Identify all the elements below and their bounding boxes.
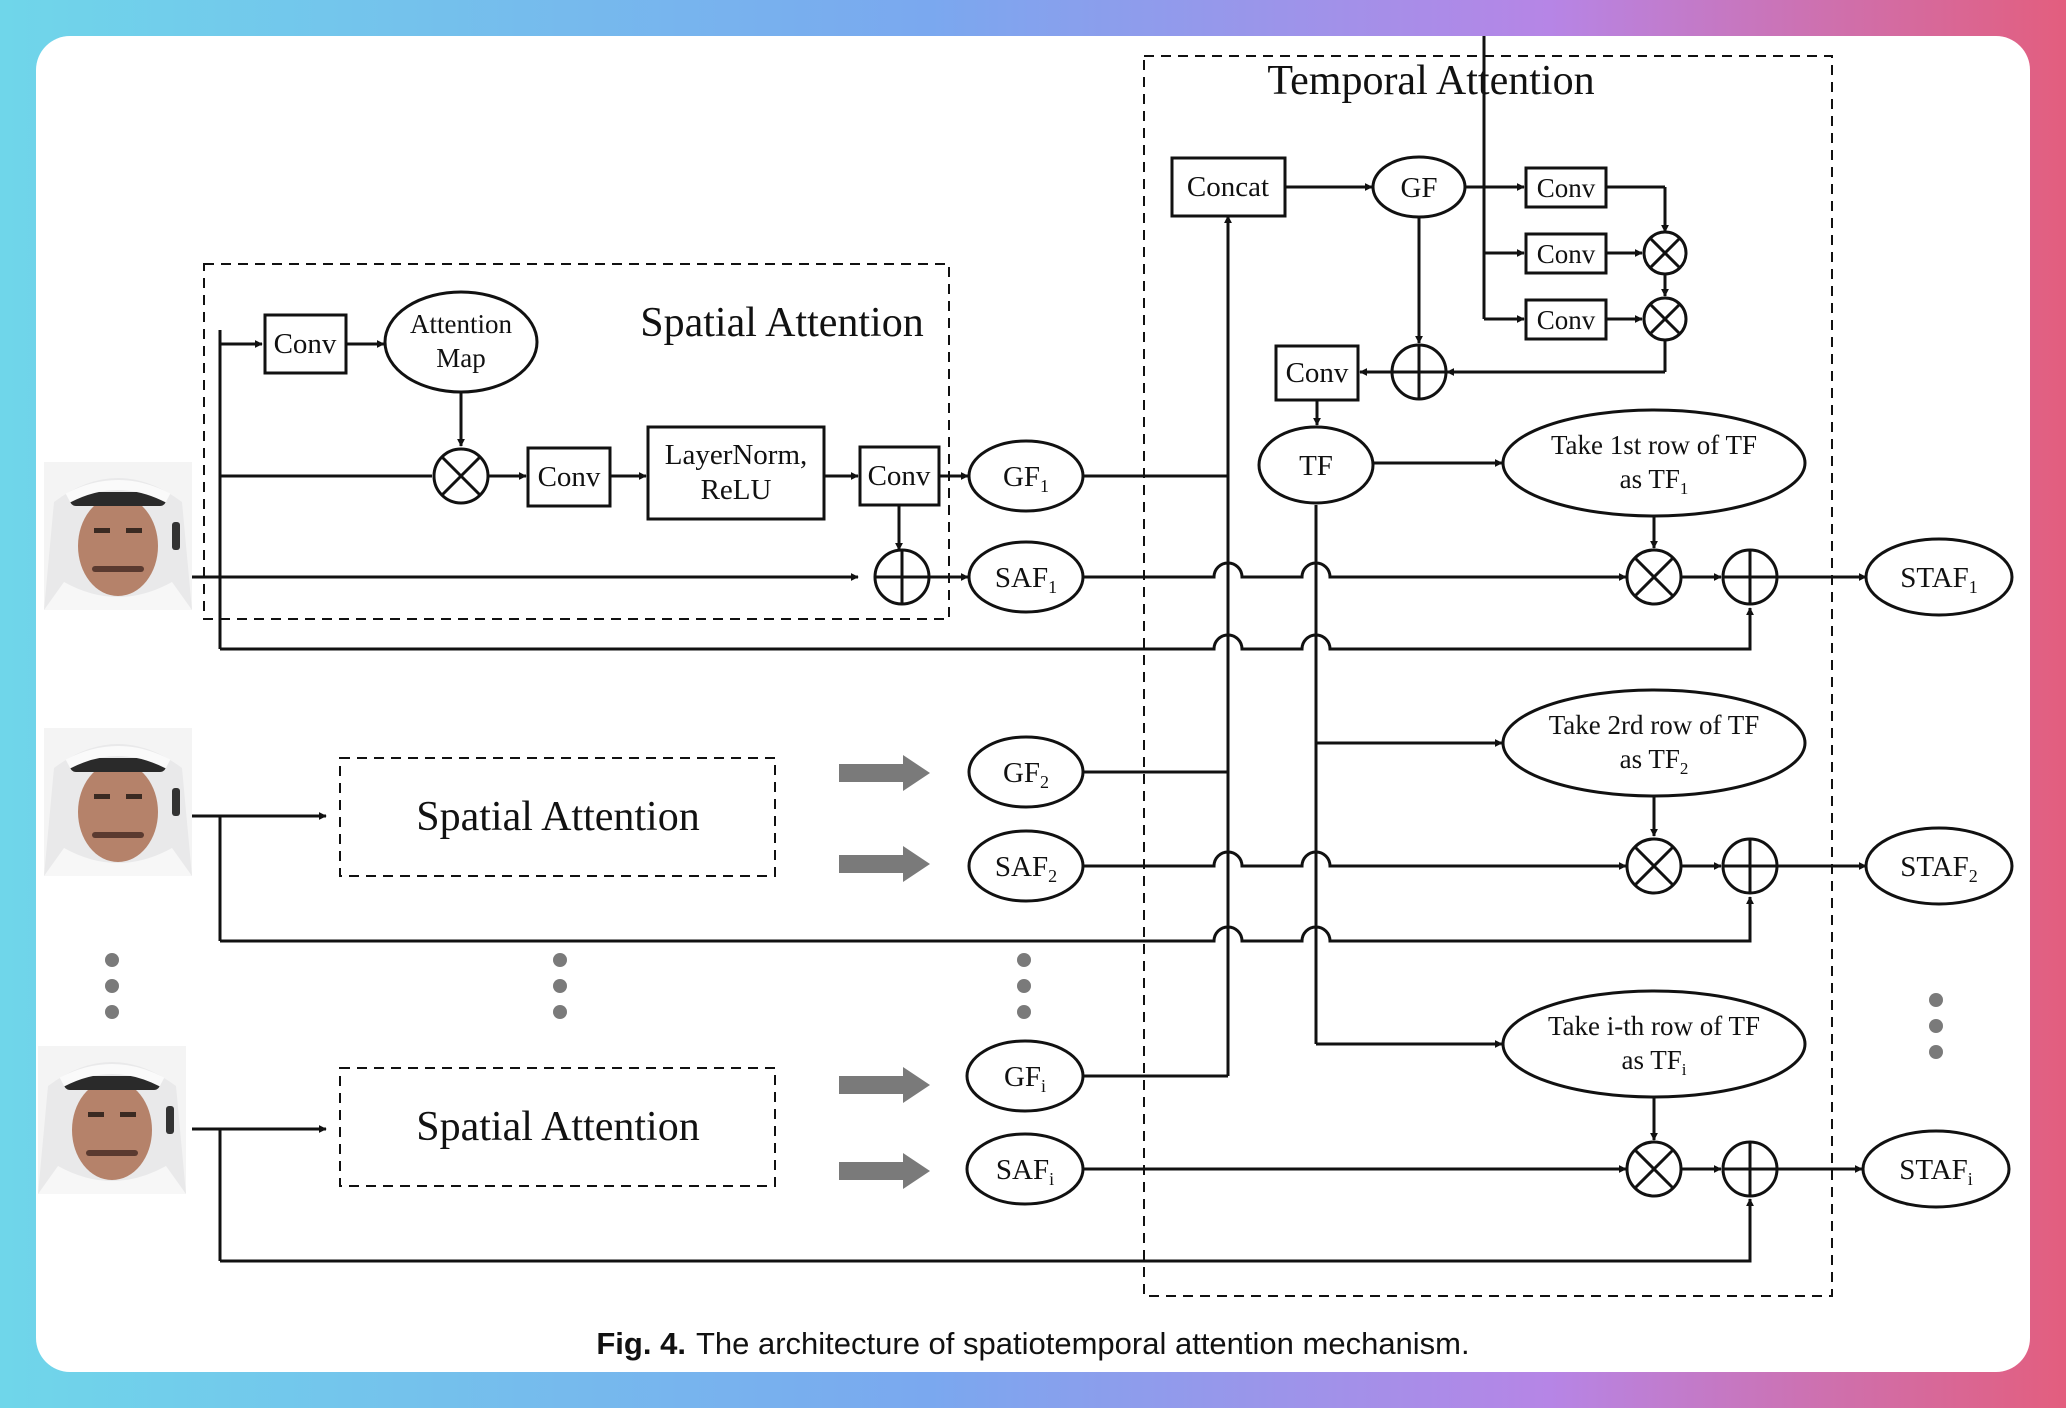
saf2-label: SAF2 — [995, 851, 1057, 886]
architecture-diagram: Temporal Attention Spatial Attention Con… — [36, 36, 2014, 1297]
take-row-2-label: Take 2rd row of TF — [1549, 710, 1760, 740]
conv-box-t3 — [1524, 298, 1608, 341]
take-row-i-label: Take i-th row of TF — [1548, 1011, 1760, 1041]
figure-card: Temporal Attention Spatial Attention Con… — [36, 36, 2030, 1372]
multiply-node — [1625, 837, 1683, 895]
conv-label: Conv — [1286, 357, 1349, 389]
conv-box-t1 — [1524, 166, 1608, 209]
gray-arrow-saf2 — [839, 846, 930, 882]
gray-arrow-safi — [839, 1153, 930, 1189]
gfi-label: GFi — [1004, 1061, 1046, 1096]
take-row-1-sub: as TF1 — [1620, 464, 1689, 498]
tf-node — [1257, 425, 1375, 505]
gf-label: GF — [1400, 172, 1437, 204]
temporal-attention-frame — [1143, 55, 1833, 1297]
conv-label: Conv — [1537, 173, 1596, 203]
multiply-node — [432, 447, 490, 505]
take-row-1-node — [1501, 408, 1807, 518]
staf1-node — [1864, 537, 2014, 617]
conv-label: Conv — [538, 461, 601, 493]
saf1-label: SAF1 — [995, 562, 1057, 597]
conv-box-attention — [263, 313, 348, 375]
spatial-attention-block-i — [339, 1067, 776, 1187]
multiply-node — [1625, 1140, 1683, 1198]
tf-label: TF — [1299, 450, 1333, 482]
stafi-label: STAFi — [1899, 1154, 1973, 1189]
layernorm-label-2: ReLU — [701, 474, 772, 506]
safi-label: SAFi — [996, 1154, 1054, 1189]
caption-label: Fig. 4. — [596, 1326, 686, 1361]
take-row-i-sub: as TFi — [1622, 1045, 1687, 1079]
conv-box-t4 — [1274, 344, 1360, 402]
saf1-line — [1083, 561, 1627, 581]
attention-map-label-1: Attention — [410, 309, 512, 339]
conv-label: Conv — [868, 460, 931, 492]
attention-map-node — [383, 290, 539, 394]
staf2-label: STAF2 — [1900, 851, 1978, 886]
conv-label: Conv — [274, 328, 337, 360]
concat-label: Concat — [1187, 171, 1269, 203]
residual-line-i — [220, 1198, 1754, 1263]
spatial-attention-block-2 — [339, 757, 776, 877]
caption-text: The architecture of spatiotemporal atten… — [695, 1326, 1470, 1361]
add-node — [1721, 837, 1779, 895]
spatial-attention-block-i-label: Spatial Attention — [416, 1104, 699, 1150]
residual-line-2 — [220, 896, 1754, 943]
attention-map-label-2: Map — [436, 343, 486, 373]
take-row-i-node — [1501, 989, 1807, 1099]
add-node — [873, 548, 931, 606]
multiply-node — [1642, 296, 1688, 342]
conv-box-3 — [858, 445, 941, 507]
saf2-line — [1083, 850, 1627, 870]
staf2-node — [1864, 826, 2014, 906]
residual-line-1 — [220, 607, 1754, 651]
add-node — [1721, 1140, 1779, 1198]
figure-caption: Fig. 4. The architecture of spatiotempora… — [36, 1326, 2030, 1362]
layernorm-relu-box — [646, 425, 826, 521]
gf1-label: GF1 — [1003, 461, 1049, 496]
add-node — [1390, 343, 1448, 401]
multiply-node — [1625, 548, 1683, 606]
conv-box-t2 — [1524, 232, 1608, 275]
temporal-attention-title: Temporal Attention — [1267, 58, 1594, 104]
spatial-attention-block-2-label: Spatial Attention — [416, 794, 699, 840]
face-frame-i — [38, 1046, 186, 1194]
gray-arrow-gfi — [839, 1067, 930, 1103]
gray-arrow-gf2 — [839, 755, 930, 791]
stafi-node — [1861, 1129, 2011, 1209]
staf1-label: STAF1 — [1900, 562, 1978, 597]
face-frame-2 — [44, 728, 192, 876]
concat-box — [1170, 156, 1287, 218]
conv-label: Conv — [1537, 305, 1596, 335]
spatial-attention-frame — [203, 263, 950, 620]
conv-label: Conv — [1537, 239, 1596, 269]
add-node — [1721, 548, 1779, 606]
face-frame-1 — [44, 462, 192, 610]
ellipsis-dots-spatial — [553, 953, 567, 1019]
ellipsis-dots-faces — [105, 953, 119, 1019]
gf2-label: GF2 — [1003, 757, 1049, 792]
layernorm-label-1: LayerNorm, — [665, 439, 808, 471]
spatial-attention-title: Spatial Attention — [640, 300, 923, 346]
take-row-2-node — [1501, 688, 1807, 798]
take-row-1-label: Take 1st row of TF — [1551, 430, 1757, 460]
ellipsis-dots-features — [1017, 953, 1031, 1019]
ellipsis-dots-outputs — [1929, 993, 1943, 1059]
take-row-2-sub: as TF2 — [1620, 744, 1689, 778]
multiply-node — [1642, 230, 1688, 276]
